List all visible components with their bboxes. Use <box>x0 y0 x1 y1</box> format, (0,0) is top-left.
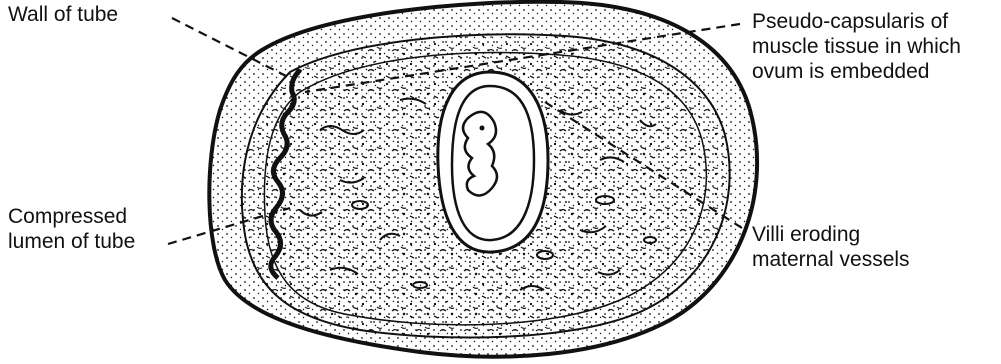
label-line: Villi eroding <box>752 222 910 247</box>
label-line: Compressed <box>8 204 135 229</box>
label-wall-of-tube: Wall of tube <box>8 2 118 27</box>
embryo <box>463 112 497 196</box>
label-compressed-lumen: Compressed lumen of tube <box>8 204 135 254</box>
label-line: Wall of tube <box>8 2 118 27</box>
label-line: ovum is embedded <box>752 59 961 84</box>
ovum <box>438 72 548 252</box>
label-line: maternal vessels <box>752 247 910 272</box>
label-line: muscle tissue in which <box>752 34 961 59</box>
embryo-eye <box>480 126 485 131</box>
label-line: Pseudo-capsularis of <box>752 9 961 34</box>
label-villi-eroding: Villi eroding maternal vessels <box>752 222 910 272</box>
label-line: lumen of tube <box>8 229 135 254</box>
label-pseudo-capsularis: Pseudo-capsularis of muscle tissue in wh… <box>752 9 961 84</box>
